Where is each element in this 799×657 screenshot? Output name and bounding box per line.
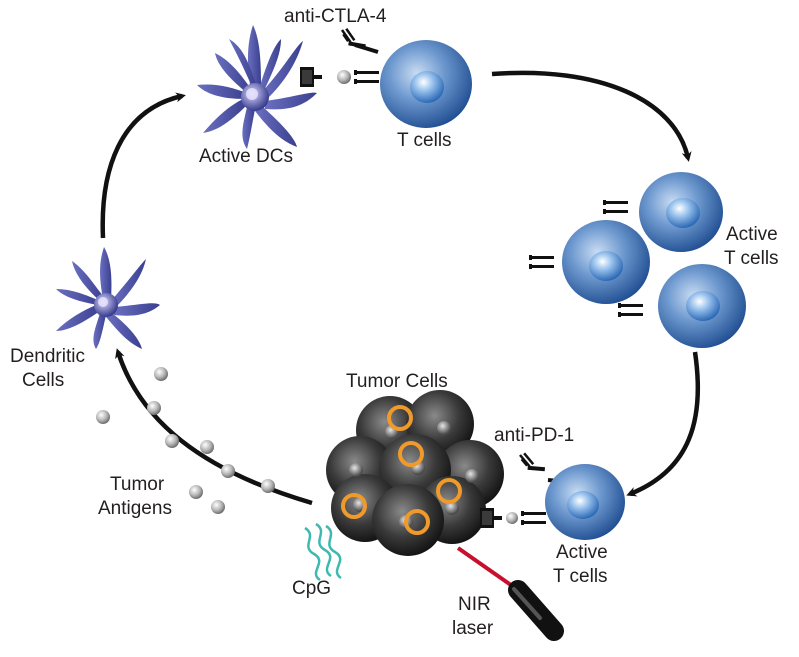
label-tumor-antigens-line1: Tumor: [110, 474, 165, 495]
label-anti-ctla4: anti-CTLA-4: [284, 6, 387, 27]
antigen-bead: [506, 512, 518, 524]
label-t-cells-top: T cells: [397, 130, 452, 151]
active-t-cell: [529, 220, 650, 304]
label-nir-line1: NIR: [458, 594, 491, 615]
label-nir-line2: laser: [452, 618, 494, 639]
label-active-t-cells-bottom-line2: T cells: [553, 566, 608, 587]
label-active-dcs: Active DCs: [199, 146, 293, 167]
active-t-cell: [603, 172, 723, 252]
label-dendritic-line2: Cells: [22, 370, 64, 391]
label-active-t-cells-bottom-line1: Active: [556, 542, 608, 563]
dendritic-cell: [56, 247, 160, 349]
nir-laser: [456, 546, 564, 641]
label-active-t-cells-top-line1: Active: [726, 224, 778, 245]
tumor-antigen-beads: [96, 367, 275, 514]
antigen-bead: [337, 70, 351, 84]
nanoparticles: [341, 405, 462, 535]
label-anti-pd1: anti-PD-1: [494, 425, 574, 446]
label-cpg: CpG: [292, 578, 331, 599]
arrow-active-tcells-to-tumor: [626, 351, 701, 497]
active-t-cell: [618, 264, 746, 348]
arrow-tcell-to-active-tcells: [491, 70, 692, 162]
active-dendritic-cell: [197, 25, 317, 149]
t-cell-top: [380, 40, 472, 128]
label-active-t-cells-top-line2: T cells: [724, 248, 779, 269]
tumor-cell-cluster: [326, 390, 504, 556]
label-tumor-antigens-line2: Antigens: [98, 498, 172, 519]
synapse-top: [300, 26, 379, 87]
active-t-cells-cluster: [529, 172, 746, 348]
arrow-dc-to-active-dc: [100, 92, 186, 239]
label-dendritic-line1: Dendritic: [10, 346, 85, 367]
label-tumor-cells: Tumor Cells: [346, 371, 448, 392]
active-t-cell-bottom: [545, 464, 625, 540]
cpg-strands: [304, 522, 342, 582]
